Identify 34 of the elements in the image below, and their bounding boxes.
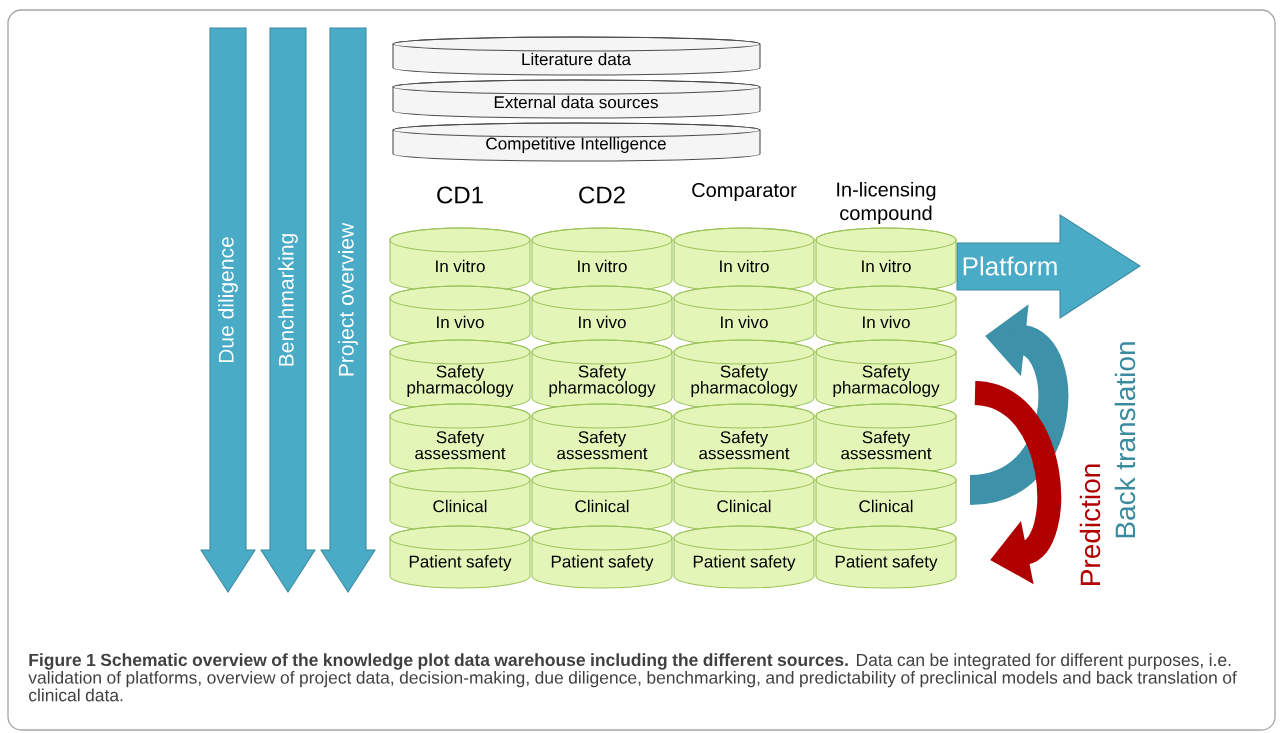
database-cylinder: In vivo bbox=[389, 285, 531, 347]
database-cylinder: In vivo bbox=[531, 285, 673, 347]
column-header: In-licensing compound bbox=[837, 181, 936, 225]
database-cylinder: Patient safety bbox=[673, 525, 815, 589]
database-cylinder: In vitro bbox=[815, 227, 957, 293]
database-cylinder: Patient safety bbox=[815, 525, 957, 589]
pointed-band: Benchmarking bbox=[260, 27, 316, 593]
database-cylinder: Safety pharmacology bbox=[389, 339, 531, 411]
pointed-band: Due diligence bbox=[200, 27, 256, 593]
database-cylinder: In vitro bbox=[389, 227, 531, 293]
database-cylinder: Safety pharmacology bbox=[815, 339, 957, 411]
database-cylinder: Patient safety bbox=[531, 525, 673, 589]
database-cylinder: Safety assessment bbox=[673, 403, 815, 475]
database-cylinder: Clinical bbox=[389, 467, 531, 533]
column-header: CD2 bbox=[579, 186, 625, 204]
database-cylinder: Safety assessment bbox=[815, 403, 957, 475]
database-cylinder: Clinical bbox=[673, 467, 815, 533]
database-cylinder: In vivo bbox=[673, 285, 815, 347]
column-header: CD1 bbox=[437, 186, 483, 204]
database-cylinder: Clinical bbox=[815, 467, 957, 533]
database-cylinder: Safety assessment bbox=[531, 403, 673, 475]
database-cylinder: Clinical bbox=[531, 467, 673, 533]
database-cylinder: Safety assessment bbox=[389, 403, 531, 475]
database-cylinder: Safety pharmacology bbox=[531, 339, 673, 411]
column-header: Comparator bbox=[692, 182, 797, 202]
pointed-band: Project overview bbox=[320, 27, 376, 593]
database-cylinder: In vitro bbox=[673, 227, 815, 293]
database-cylinder: In vivo bbox=[815, 285, 957, 347]
database-cylinder: Safety pharmacology bbox=[673, 339, 815, 411]
caption: Figure 1 Schematic overview of the knowledge plot data warehouse including the different sources. Data can be integrated for different purposes, i.e. validation of platforms, overview of project data, decision-making, due diligence, benchmarking, and predictability of preclinical models and back translation of clinical data. bbox=[28, 653, 1237, 702]
rotated-label: Prediction bbox=[1079, 464, 1101, 585]
database-cylinder: In vitro bbox=[531, 227, 673, 293]
pointed-band: Platform bbox=[956, 214, 1141, 319]
database-cylinder: Patient safety bbox=[389, 525, 531, 589]
